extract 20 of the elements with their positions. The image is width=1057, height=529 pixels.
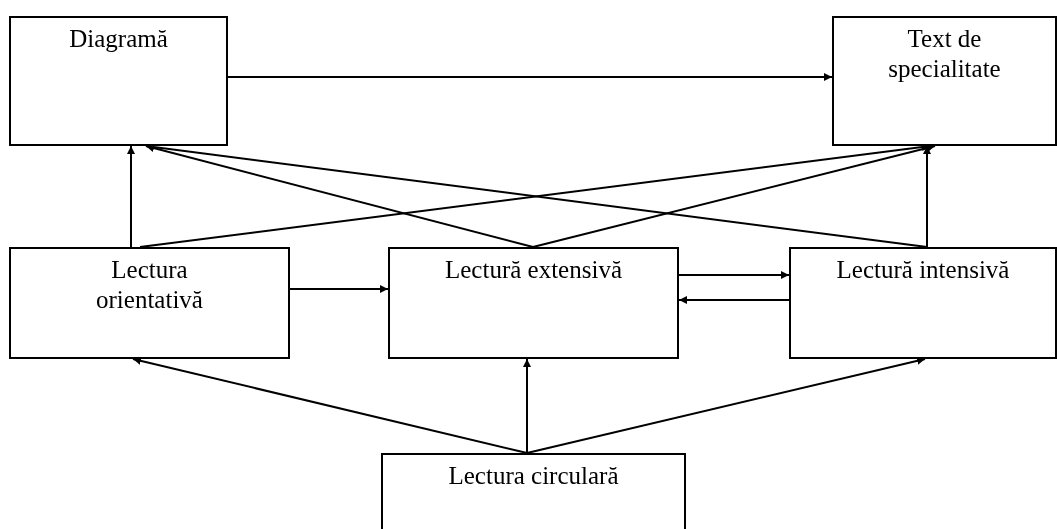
text-box xyxy=(789,247,1057,359)
box-label: Lectura orientativă xyxy=(95,255,204,315)
text-box xyxy=(388,247,679,359)
arrow xyxy=(678,271,790,279)
text-box xyxy=(9,247,290,359)
arrow xyxy=(227,73,833,81)
text-box xyxy=(9,16,228,146)
box-label: Lectură extensivă xyxy=(445,255,622,285)
arrow xyxy=(678,296,790,304)
arrow xyxy=(127,145,135,248)
box-label: Lectură intensivă xyxy=(836,255,1010,285)
arrow xyxy=(289,285,389,293)
text-box xyxy=(381,453,686,529)
text-box xyxy=(832,16,1057,146)
arrow xyxy=(523,358,531,454)
arrow xyxy=(532,144,936,248)
box-label: Text de specialitate xyxy=(887,24,1002,84)
box-label: Lectura circulară xyxy=(448,461,619,491)
arrow xyxy=(923,145,931,248)
box-label: Diagramă xyxy=(69,24,168,54)
